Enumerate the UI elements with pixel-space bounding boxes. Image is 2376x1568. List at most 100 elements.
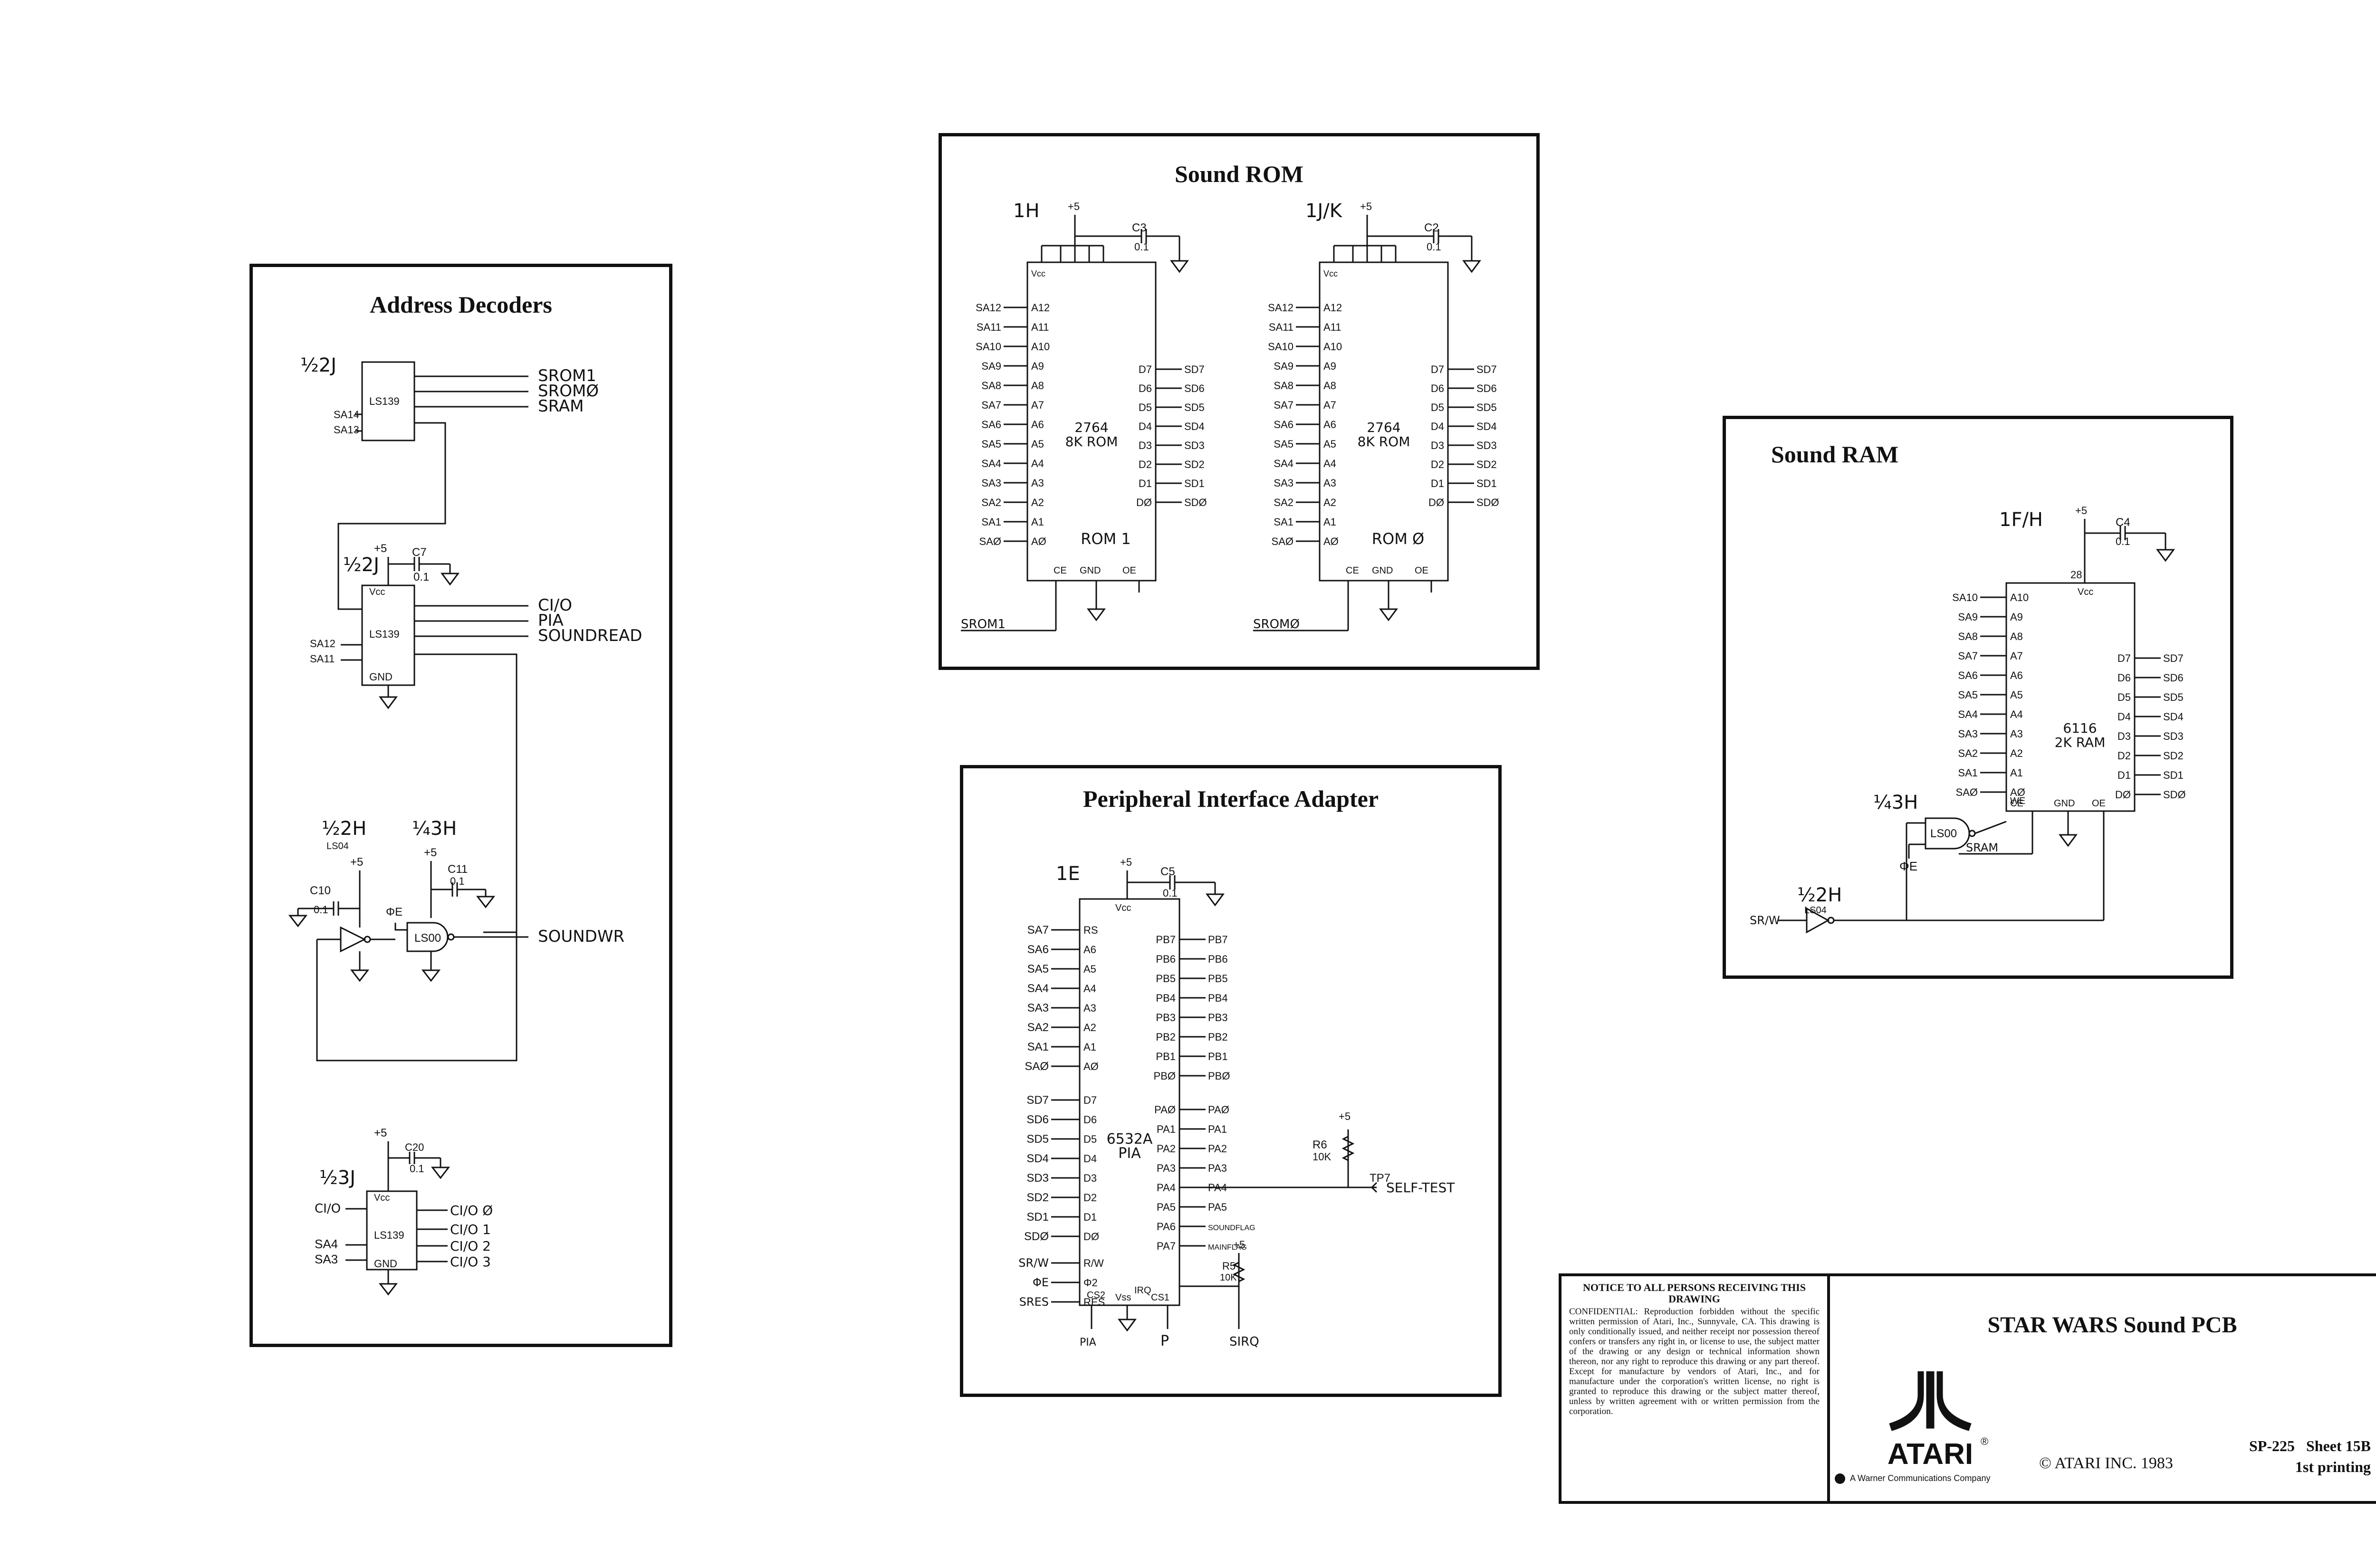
ram-addr-pin: A1 [2010, 767, 2023, 779]
rom-addr-pin: A5 [1031, 438, 1044, 450]
pia-left-pin: R/W [1083, 1257, 1104, 1269]
ram-data-pin: DØ [2115, 789, 2131, 801]
pia-right-signal: PA1 [1208, 1123, 1227, 1135]
pia-right-pin: PA3 [1157, 1162, 1176, 1174]
rom-data-pin: D3 [1139, 440, 1152, 451]
ram-ref: 1F/H [1999, 509, 2043, 531]
ram-nand-ref: ¼3H [1873, 792, 1918, 813]
ram-data-signal: SD3 [2163, 730, 2184, 742]
pia-right-signal: PB7 [1208, 934, 1228, 946]
u5-in-0: CI/O [315, 1202, 341, 1216]
rom-gnd-pin: GND [1080, 565, 1101, 576]
rom-addr-pin: A7 [1323, 399, 1336, 411]
ram-addr-signal: SA6 [1958, 669, 1978, 681]
rom-addr-signal: SA6 [1274, 419, 1293, 430]
rom-data-signal: SD6 [1476, 382, 1497, 394]
ram-addr-pin: A10 [2010, 592, 2029, 603]
rom-addr-signal: SA10 [1268, 341, 1293, 353]
ram-data-pin: D7 [2117, 652, 2131, 664]
ram-cap-val: 0.1 [2116, 535, 2130, 547]
rom-addr-signal: SA4 [1274, 458, 1293, 469]
pia-left-signal: SD6 [1026, 1113, 1049, 1126]
pia-left-signal: SR/W [1018, 1256, 1049, 1270]
rom-gnd-pin: GND [1372, 565, 1393, 576]
rom-addr-pin: A7 [1031, 399, 1044, 411]
rom-data-pin: D4 [1139, 421, 1152, 432]
parent-company-text: A Warner Communications Company [1850, 1473, 1991, 1483]
ram-addr-signal: SA10 [1952, 592, 1978, 603]
panel-title: Sound RAM [1771, 441, 1899, 468]
title-block: NOTICE TO ALL PERSONS RECEIVING THIS DRA… [1559, 1273, 2376, 1504]
u1-out-0: SROM1 [538, 366, 596, 385]
r6-plus5: +5 [1339, 1110, 1351, 1122]
pia-left-pin: D6 [1083, 1114, 1097, 1126]
rom-plus5: +5 [1068, 201, 1080, 212]
pia-right-signal: PB1 [1208, 1051, 1228, 1062]
pia-vss-pin: Vss [1115, 1292, 1131, 1303]
rom-addr-pin: A8 [1031, 380, 1044, 392]
pia-left-pin: D7 [1083, 1094, 1097, 1106]
u5-cap-val: 0.1 [410, 1163, 424, 1175]
rom-addr-signal: SA6 [981, 419, 1001, 430]
rom-data-signal: SD6 [1184, 382, 1205, 394]
pia-right-signal: PBØ [1208, 1070, 1230, 1082]
rom-part: 2764 [1367, 420, 1400, 435]
rom-data-pin: D1 [1139, 478, 1152, 489]
ram-data-pin: D6 [2117, 672, 2131, 684]
sheet-number-block: SP-225 Sheet 15B 1st printing [2249, 1435, 2371, 1477]
u2-vcc: Vcc [369, 587, 385, 597]
rom-data-signal: SD5 [1184, 402, 1205, 413]
ram-addr-signal: SA5 [1958, 689, 1978, 701]
u2-out-1: PIA [538, 611, 564, 630]
pia-right-signal: PB6 [1208, 953, 1228, 965]
notice-text: CONFIDENTIAL: Reproduction forbidden wit… [1569, 1307, 1820, 1416]
ram-nand-chip: LS00 [1930, 827, 1957, 840]
resistor-r6 [1341, 1129, 1355, 1187]
pia-left-pin: AØ [1083, 1061, 1099, 1072]
rom-addr-pin: AØ [1031, 535, 1046, 547]
u5-vcc: Vcc [374, 1193, 390, 1203]
u2-ref: ½2J [343, 554, 379, 576]
pia-right-pin: PA4 [1157, 1182, 1176, 1194]
pia-ref: 1E [1056, 863, 1080, 885]
ram-cap: C4 [2116, 516, 2130, 529]
pia-left-pin: A3 [1083, 1002, 1096, 1014]
rom-addr-pin: A9 [1031, 360, 1044, 372]
pia-left-signal: SD3 [1026, 1172, 1049, 1185]
rom-addr-signal: SA9 [1274, 360, 1293, 372]
pia-left-pin: A6 [1083, 944, 1096, 956]
pia-part: 6532A [1107, 1131, 1153, 1147]
u5-out-2: CI/O 2 [450, 1238, 491, 1254]
ram-chip [2005, 582, 2136, 812]
rom-addr-pin: A1 [1031, 516, 1044, 528]
rom-data-signal: SD5 [1476, 402, 1497, 413]
address-decoders-schematic: ½2J LS139 SA14 SA13 SROM1 SROMØ SRAM ½2J… [288, 354, 642, 1296]
rom-data-pin: D6 [1139, 382, 1152, 394]
rom-data-signal: SD7 [1184, 363, 1205, 375]
ram-addr-pin: AØ [2010, 786, 2025, 798]
pia-name: PIA [1118, 1145, 1141, 1162]
u2-out-0: CI/O [538, 596, 572, 615]
rom-select: SROM1 [961, 617, 1006, 631]
pia-left-pin: A2 [1083, 1022, 1096, 1033]
pia-plus5: +5 [1120, 856, 1132, 868]
u5-plus5: +5 [374, 1127, 387, 1139]
u4-cap: C11 [448, 863, 468, 876]
rom-addr-signal: SA1 [1274, 516, 1293, 528]
rom-addr-pin: A2 [1031, 497, 1044, 508]
pia-right-pin: PB1 [1156, 1051, 1176, 1062]
u5-cap: C20 [405, 1141, 424, 1153]
ground-icon [1118, 1319, 1137, 1332]
rom-addr-signal: SA10 [976, 341, 1001, 353]
ground-icon [2059, 834, 2078, 847]
u4-plus5: +5 [424, 846, 437, 859]
pia-left-pin: D5 [1083, 1133, 1097, 1145]
rom-addr-signal: SAØ [979, 535, 1001, 547]
panel-title: Peripheral Interface Adapter [1083, 785, 1379, 812]
rom-addr-pin: A6 [1323, 419, 1336, 430]
tp7-label: TP7 [1370, 1172, 1390, 1185]
rom-addr-signal: SA11 [1269, 321, 1293, 333]
rom-data-signal: SD4 [1476, 421, 1497, 432]
